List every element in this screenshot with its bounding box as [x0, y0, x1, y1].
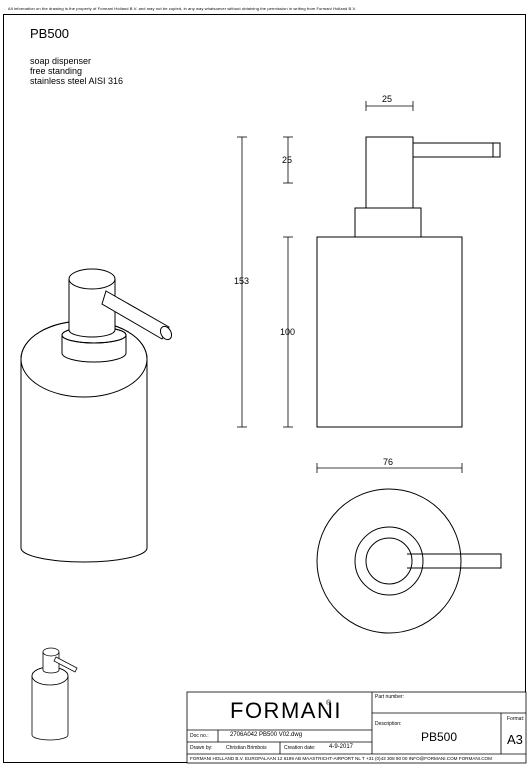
description-line-3: stainless steel AISI 316	[30, 76, 124, 86]
creation-date-label: Creation date:	[284, 745, 316, 751]
dim-spout-width: 25	[382, 94, 393, 104]
front-elevation	[316, 136, 501, 428]
top-view	[316, 488, 502, 634]
product-code: PB500	[30, 26, 70, 41]
drawn-by-label: Drawn by:	[190, 745, 213, 751]
dimension-lines	[237, 101, 463, 473]
dim-total-height: 153	[234, 276, 250, 286]
creation-date-value: 4-9-2017	[329, 744, 354, 750]
doc-no-label: Doc no.:	[190, 733, 209, 739]
format-label: Format:	[507, 716, 525, 722]
dim-diameter: 76	[383, 457, 394, 467]
dim-cap-height: 25	[282, 155, 293, 165]
part-number-label: Part number:	[375, 694, 404, 700]
perspective-view	[20, 268, 173, 563]
format-value: A3	[507, 732, 523, 747]
dim-body-height: 100	[280, 327, 296, 337]
perspective-thumbnail	[31, 647, 78, 741]
copyright-notice: All information on the drawing is the pr…	[8, 6, 357, 11]
title-block-grid	[186, 691, 527, 764]
drawn-by-value: Christian Brimbois	[226, 745, 267, 751]
registered-mark: ®	[326, 700, 332, 707]
brand-logo: FORMANI	[230, 698, 342, 723]
description-label: Description:	[375, 721, 402, 727]
description-value: PB500	[421, 730, 458, 744]
description-line-2: free standing	[30, 66, 83, 76]
doc-no-value: 2706A042 PB500 V02.dwg	[230, 732, 303, 738]
company-info: FORMANI HOLLAND B.V. EUROPALAAN 12 6199 …	[190, 756, 492, 761]
description-line-1: soap dispenser	[30, 56, 92, 66]
